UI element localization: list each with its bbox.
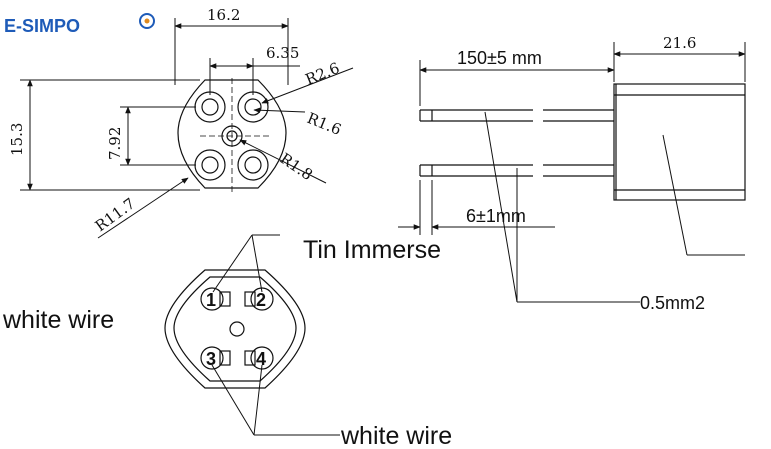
- pin-number-3: 3: [206, 349, 216, 369]
- rear-center-hole: [229, 321, 245, 337]
- terminal-2: [244, 287, 274, 311]
- connector-face-view: [177, 78, 287, 192]
- connector-body: [613, 83, 746, 201]
- logo-gear-icon: [139, 13, 155, 29]
- dim-width-top: 16.2: [207, 6, 240, 24]
- pin-bottom-right: [237, 149, 269, 181]
- pin-number-4: 4: [256, 349, 266, 369]
- pin-top-left: [194, 91, 226, 123]
- dim-radius-outer: R11.7: [92, 194, 139, 235]
- dim-wire-length: 150±5 mm: [457, 48, 542, 68]
- dim-pin-spacing-v: 7.92: [106, 127, 124, 160]
- side-view: [419, 83, 746, 201]
- wire-leader-lines: [211, 234, 340, 436]
- label-tin-immerse: Tin Immerse: [303, 236, 441, 264]
- label-white-wire-bottom: white wire: [340, 422, 452, 449]
- dim-radius-center: R1.8: [277, 149, 316, 184]
- terminal-1: [200, 287, 231, 311]
- wire-lower: [419, 164, 614, 177]
- side-dimension-lines: [398, 42, 746, 303]
- connector-outline: [177, 79, 287, 189]
- pin-number-2: 2: [256, 290, 266, 310]
- pin-number-1: 1: [206, 290, 216, 310]
- pin-bottom-left: [194, 149, 226, 181]
- dim-body-length: 21.6: [663, 34, 696, 52]
- brand-logo: E-SIMPO: [4, 13, 155, 36]
- face-dimension-lines: [20, 18, 354, 239]
- pin-top-right: [237, 91, 269, 123]
- dim-tin-length: 6±1mm: [466, 206, 526, 226]
- logo-text: E-SIMPO: [4, 16, 80, 36]
- dim-radius-pin: R2.6: [303, 59, 342, 89]
- wire-upper: [419, 109, 614, 122]
- dim-wire-gauge: 0.5mm2: [640, 293, 705, 313]
- rear-outline-outer: [164, 269, 306, 389]
- connector-rear-view: [164, 269, 306, 389]
- rear-outline-inner: [173, 276, 297, 382]
- logo-center-dot: [144, 18, 150, 24]
- terminal-3: [200, 346, 231, 370]
- dim-height-total: 15.3: [8, 123, 26, 156]
- label-white-wire-top: white wire: [2, 306, 114, 334]
- dim-radius-inner: R1.6: [305, 109, 344, 139]
- dim-pin-spacing-h: 6.35: [266, 44, 299, 62]
